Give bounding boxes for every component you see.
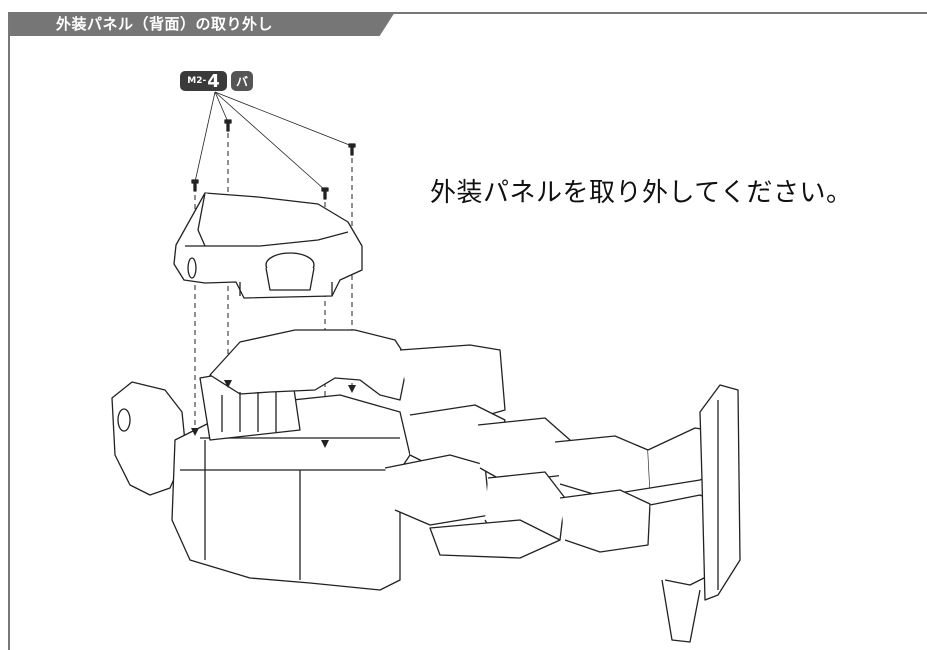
screw-type-badge: バ xyxy=(231,71,253,91)
leader-lines xyxy=(194,91,353,191)
frame-top-border xyxy=(8,12,927,14)
screw-size-prefix: M2- xyxy=(187,76,207,86)
frame-left-border xyxy=(8,12,10,650)
arrow-heads xyxy=(191,380,356,448)
screw-icons xyxy=(191,119,356,200)
robot-body xyxy=(111,329,741,643)
screw-size-badge: M2- 4 xyxy=(180,70,227,92)
screw-size-length: 4 xyxy=(207,70,220,92)
section-title-bar xyxy=(10,12,395,36)
instruction-text: 外装パネルを取り外してください。 xyxy=(430,178,853,208)
section-title: 外装パネル（背面）の取り外し xyxy=(56,15,274,33)
back-panel-part xyxy=(173,192,363,299)
